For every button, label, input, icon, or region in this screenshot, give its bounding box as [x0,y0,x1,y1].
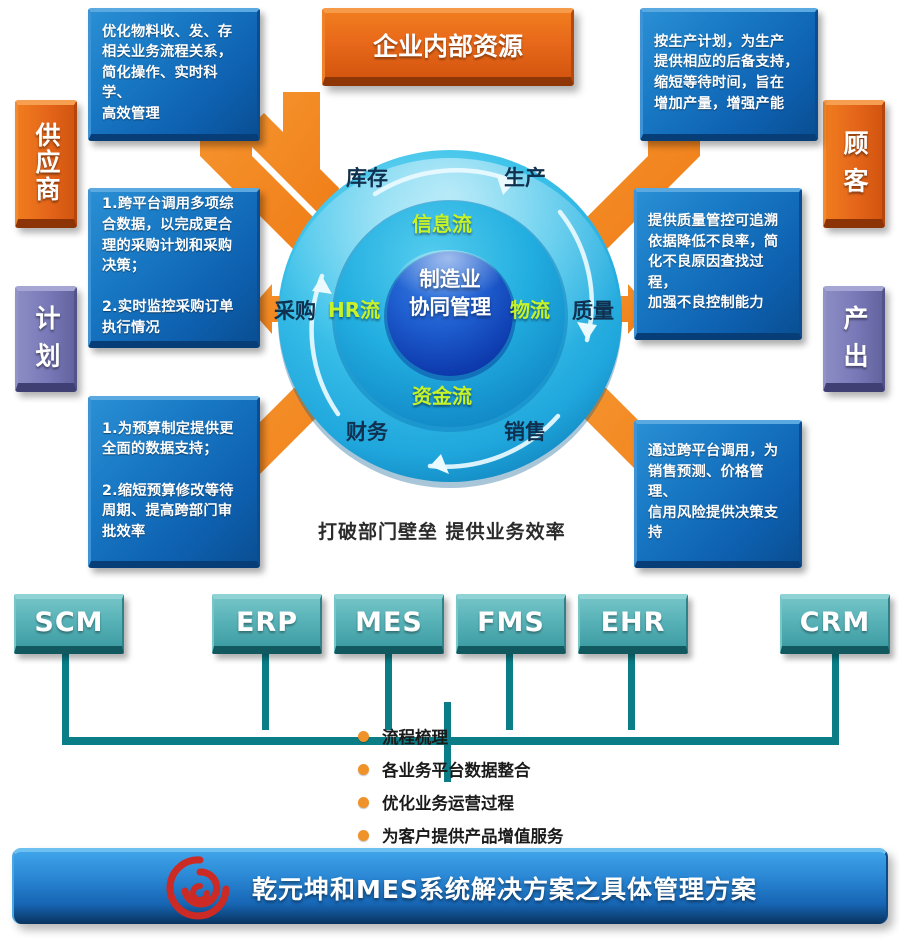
infobox-sales-text: 通过跨平台调用，为 销售预测、价格管理、 信用风险提供决策支 持 [648,443,779,542]
enterprise-resource-title: 企业内部资源 [322,8,574,86]
collaboration-wheel: 信息流 HR流 物流 资金流 库存 生产 质量 销售 财务 采购 [260,148,640,488]
sidechip-plan: 计 划 [15,286,77,392]
infobox-finance-text: 1.为预算制定提供更 全面的数据支持； 2.缩短预算修改等待 周期、提高跨部门审… [102,420,234,540]
infobox-purchasing-benefits: 1.跨平台调用多项综 合数据，以完成更合 理的采购计划和采购 决策； 2.实时监… [88,188,260,348]
bullet-label: 为客户提供产品增值服务 [382,827,564,846]
diagram-caption: 打破部门壁垒 提供业务效率 [318,521,566,543]
wheel-graphic [278,150,622,488]
sysbox-ehr[interactable]: EHR [578,594,688,654]
list-item: 为客户提供产品增值服务 [358,823,564,847]
sysbox-fms[interactable]: FMS [456,594,566,654]
list-item: 各业务平台数据整合 [358,757,564,781]
bullet-dot-icon [358,730,369,742]
label-sales: 销售 [504,420,546,444]
sysbox-scm[interactable]: SCM [14,594,124,654]
connector-ehr-drop [628,654,635,730]
sidechip-customer: 顾 客 [823,100,885,228]
banner-title: 乾元坤和MES系统解决方案之具体管理方案 [252,875,757,904]
infobox-inventory-text: 优化物料收、发、存 相关业务流程关系， 简化操作、实时科学、 高效管理 [102,23,233,122]
arrow-northwest [241,92,339,230]
connector-crm-drop [832,654,839,744]
infobox-quality-text: 提供质量管控可追溯 依据降低不良率，简 化不良原因查找过程， 加强不良控制能力 [648,213,779,312]
label-production: 生产 [504,166,546,190]
bullet-dot-icon [358,796,369,808]
sysbox-fms-label: FMS [477,607,545,638]
sysbox-crm-label: CRM [799,607,871,638]
company-spiral-logo-icon [166,856,230,920]
label-quality: 质量 [572,299,614,323]
sysbox-scm-label: SCM [34,607,104,638]
sysbox-mes-label: MES [355,607,423,638]
bullet-dot-icon [358,829,369,841]
infobox-production-benefits: 按生产计划，为生产 提供相应的后备支持， 缩短等待时间，旨在 增加产量，增强产能 [640,8,818,141]
label-capital-flow: 资金流 [412,384,472,408]
bullet-label: 流程梳理 [382,728,448,747]
connector-bus-to-bullets [444,702,451,782]
sysbox-mes[interactable]: MES [334,594,444,654]
label-hr-flow: HR流 [328,298,381,322]
sysbox-ehr-label: EHR [600,607,666,638]
list-item: 优化业务运营过程 [358,790,564,814]
bullet-dot-icon [358,763,369,775]
connector-mes-drop [385,654,392,730]
label-information-flow: 信息流 [412,212,472,236]
label-purchasing: 采购 [274,299,316,323]
infobox-inventory-benefits: 优化物料收、发、存 相关业务流程关系， 简化操作、实时科学、 高效管理 [88,8,260,141]
sidechip-supplier: 供应商 [15,100,77,228]
bullet-label: 优化业务运营过程 [382,794,514,813]
bullet-label: 各业务平台数据整合 [382,761,531,780]
sidechip-output-label: 产 出 [840,304,869,370]
sysbox-erp-label: ERP [235,607,299,638]
infobox-purchasing-text: 1.跨平台调用多项综 合数据，以完成更合 理的采购计划和采购 决策； 2.实时监… [102,196,234,336]
infobox-finance-benefits: 1.为预算制定提供更 全面的数据支持； 2.缩短预算修改等待 周期、提高跨部门审… [88,396,260,568]
sysbox-crm[interactable]: CRM [780,594,890,654]
sidechip-customer-label: 顾 客 [840,129,869,195]
enterprise-resource-label: 企业内部资源 [372,32,523,61]
label-logistics-flow: 物流 [510,298,550,322]
sidechip-output: 产 出 [823,286,885,392]
infobox-quality-benefits: 提供质量管控可追溯 依据降低不良率，简 化不良原因查找过程， 加强不良控制能力 [634,188,802,340]
connector-erp-drop [262,654,269,730]
infobox-production-text: 按生产计划，为生产 提供相应的后备支持， 缩短等待时间，旨在 增加产量，增强产能 [654,33,799,112]
label-inventory: 库存 [346,166,388,190]
wheel-core-text: 制造业 协同管理 [409,267,491,319]
label-finance: 财务 [346,420,388,444]
rotation-arrowheads [312,174,597,474]
infobox-sales-benefits: 通过跨平台调用，为 销售预测、价格管理、 信用风险提供决策支 持 [634,420,802,568]
list-item: 流程梳理 [358,724,564,748]
sidechip-plan-label: 计 划 [32,304,61,370]
bottom-banner: 乾元坤和MES系统解决方案之具体管理方案 [12,848,888,924]
benefit-bullet-list: 流程梳理 各业务平台数据整合 优化业务运营过程 为客户提供产品增值服务 [358,724,564,856]
connector-fms-drop [506,654,513,730]
connector-scm-drop [62,654,69,744]
sysbox-erp[interactable]: ERP [212,594,322,654]
sidechip-supplier-label: 供应商 [32,121,61,203]
